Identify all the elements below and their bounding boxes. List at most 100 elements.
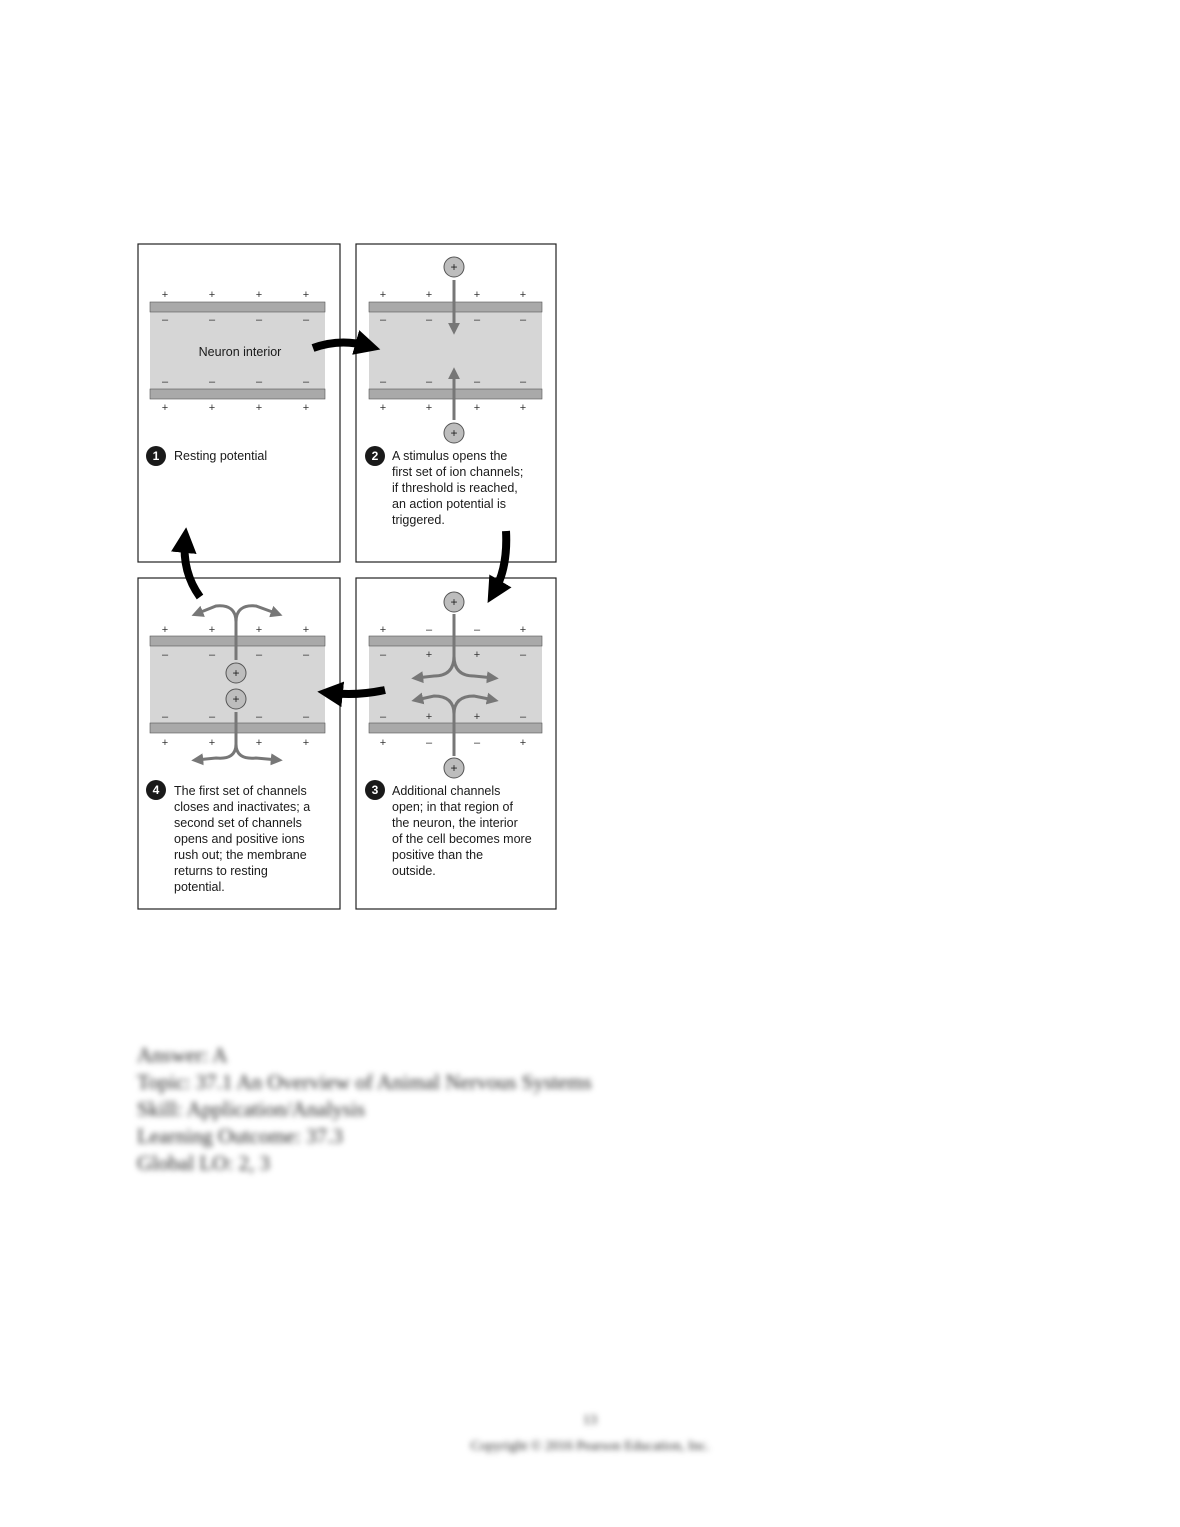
panel-3-charges: + – – + – + + – – + + – + – – + [380, 624, 527, 749]
charge-sign: – [256, 314, 263, 326]
step-4-caption-line: potential. [174, 880, 225, 894]
charge-sign: – [303, 711, 310, 723]
charge-sign: – [520, 649, 527, 661]
charge-sign: + [209, 624, 215, 636]
step-3-caption-line: outside. [392, 864, 436, 878]
positive-ion-icon [443, 422, 465, 444]
step-4-caption-line: second set of channels [174, 816, 302, 830]
cycle-arrow-1-to-2 [311, 330, 381, 355]
charge-sign: + [380, 289, 386, 301]
charge-sign: – [380, 711, 387, 723]
page-footer: 13 Copyright © 2016 Pearson Education, I… [0, 1408, 1180, 1460]
step-4-caption-line: opens and positive ions [174, 832, 305, 846]
panel-3-additional-channels: + – – + – + + – – + + – + – – + + + 3 Ad… [355, 577, 557, 910]
step-4-caption-line: returns to resting [174, 864, 268, 878]
panel-1-frame [137, 243, 341, 563]
charge-sign: – [426, 624, 433, 636]
charge-sign: + [303, 624, 309, 636]
positive-ion-icon [225, 662, 247, 684]
positive-ion-icon [443, 757, 465, 779]
charge-sign: – [209, 711, 216, 723]
charge-sign: – [474, 376, 481, 388]
ion-charge: + [232, 666, 239, 680]
charge-sign: + [474, 649, 480, 661]
step-4-number-badge [146, 780, 166, 800]
step-3-caption-line: of the cell becomes more [392, 832, 532, 846]
ion-charge: + [450, 426, 457, 440]
step-2-number-badge [365, 446, 385, 466]
charge-sign: + [474, 711, 480, 723]
charge-sign: – [380, 376, 387, 388]
charge-sign: – [303, 649, 310, 661]
step-2-caption-line: if threshold is reached, [392, 481, 518, 495]
charge-sign: + [474, 289, 480, 301]
global-lo-line: Global LO: 2, 3 [137, 1151, 270, 1175]
charge-sign: – [162, 376, 169, 388]
charge-sign: + [256, 289, 262, 301]
charge-sign: + [380, 402, 386, 414]
charge-sign: + [520, 402, 526, 414]
charge-sign: – [380, 314, 387, 326]
charge-sign: + [162, 737, 168, 749]
charge-sign: + [474, 402, 480, 414]
panel-2-charges: + + + + – – – – – – – – + + + + [380, 289, 527, 414]
charge-sign: + [256, 402, 262, 414]
charge-sign: + [303, 737, 309, 749]
panel-4-charges: + + + + – – – – – – – – + + + + [162, 624, 310, 749]
charge-sign: + [256, 737, 262, 749]
charge-sign: – [162, 649, 169, 661]
charge-sign: – [380, 649, 387, 661]
step-3-number-badge [365, 780, 385, 800]
panel-2-stimulus: + + + + – – – – – – – – + + + + + + 2 A … [355, 243, 557, 563]
charge-sign: – [474, 624, 481, 636]
charge-sign: + [520, 737, 526, 749]
charge-sign: – [256, 376, 263, 388]
panel-1-neuron-interior [150, 312, 325, 390]
ion-charge: + [450, 761, 457, 775]
charge-sign: + [426, 711, 432, 723]
cycle-arrow-4-to-1 [171, 527, 204, 600]
charge-sign: – [209, 314, 216, 326]
step-1-caption-line: Resting potential [174, 449, 267, 463]
charge-sign: – [256, 711, 263, 723]
positive-ion-icon [443, 256, 465, 278]
charge-sign: – [426, 376, 433, 388]
ion-flow-arrow [452, 655, 499, 684]
ion-flow-arrow [234, 604, 283, 623]
panel-1-resting-potential: + + + + – – – – – – – – + + + + Neuron i… [137, 243, 341, 563]
positive-ion-icon [443, 591, 465, 613]
charge-sign: + [209, 402, 215, 414]
step-2-caption-line: triggered. [392, 513, 445, 527]
step-3-number: 3 [372, 783, 379, 797]
charge-sign: + [380, 624, 386, 636]
step-3-caption-line: the neuron, the interior [392, 816, 518, 830]
charge-sign: – [303, 376, 310, 388]
step-2-caption-line: an action potential is [392, 497, 506, 511]
ion-flow-arrow [452, 692, 499, 715]
charge-sign: – [209, 376, 216, 388]
charge-sign: – [162, 711, 169, 723]
step-2-caption-line: A stimulus opens the [392, 449, 507, 463]
charge-sign: – [520, 711, 527, 723]
charge-sign: + [162, 289, 168, 301]
cycle-arrow-3-to-4 [317, 681, 386, 708]
panel-1-charges: + + + + – – – – – – – – + + + + [162, 289, 310, 414]
step-3-caption-line: Additional channels [392, 784, 500, 798]
positive-ion-icon [225, 688, 247, 710]
charge-sign: + [303, 402, 309, 414]
panel-3-frame [355, 577, 557, 910]
ion-flow-arrow [234, 743, 283, 766]
step-3-caption-line: positive than the [392, 848, 483, 862]
charge-sign: – [256, 649, 263, 661]
skill-line: Skill: Application/Analysis [137, 1097, 366, 1121]
charge-sign: – [162, 314, 169, 326]
panel-4-frame [137, 577, 341, 910]
cycle-arrow-2-to-3 [487, 530, 512, 604]
panel-4-repolarization: + + + + – – – – – – – – + + + + + + 4 Th… [137, 577, 341, 910]
charge-sign: – [426, 314, 433, 326]
learning-outcome-line: Learning Outcome: 37.3 [137, 1124, 343, 1148]
panel-2-frame [355, 243, 557, 563]
panel-1-bottom-membrane [149, 388, 326, 400]
step-2-caption-line: first set of ion channels; [392, 465, 523, 479]
